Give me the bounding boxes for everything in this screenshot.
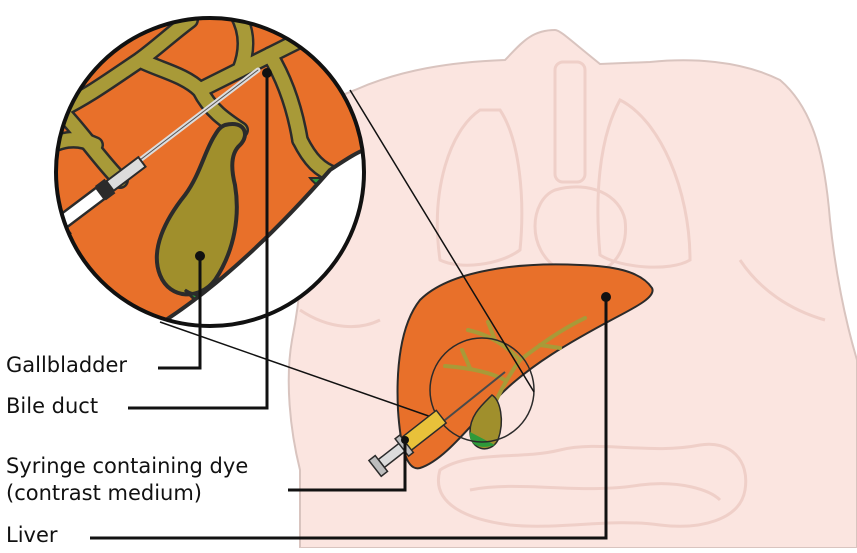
bile-duct-label: Bile duct xyxy=(6,393,98,419)
syringe-label-line1: Syringe containing dye xyxy=(6,453,248,479)
liver-label: Liver xyxy=(6,522,58,548)
syringe-label-line2: (contrast medium) xyxy=(6,480,202,506)
gallbladder-label: Gallbladder xyxy=(6,352,127,378)
